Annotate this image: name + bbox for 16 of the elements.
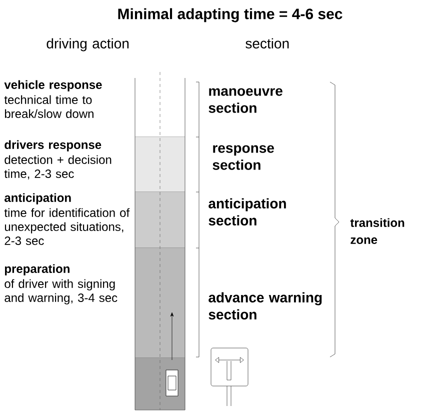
column-heading: section [246,38,289,48]
zone-label: transition zone [350,218,404,244]
phase-description: of driver with signing and warning, 3-4 sec [4,279,118,304]
title: Minimal adapting time = 4-6 sec [118,8,342,22]
phase-heading: preparation [4,264,70,276]
phase-description: detection + decision time, 2-3 sec [4,155,112,180]
phase-heading: vehicle response [4,80,102,92]
section-label: anticipation section [208,198,286,226]
column-heading: driving action [46,38,129,52]
section-label: manoeuvre section [208,88,282,113]
section-label: advance warning section [208,292,322,320]
phase-description: time for identification of unexpected situations, 2-3 sec [4,208,130,245]
phase-description: technical time to break/slow down [4,95,94,118]
section-label: response section [212,145,274,170]
phase-heading: drivers response [4,140,102,152]
phase-heading: anticipation [4,193,71,204]
